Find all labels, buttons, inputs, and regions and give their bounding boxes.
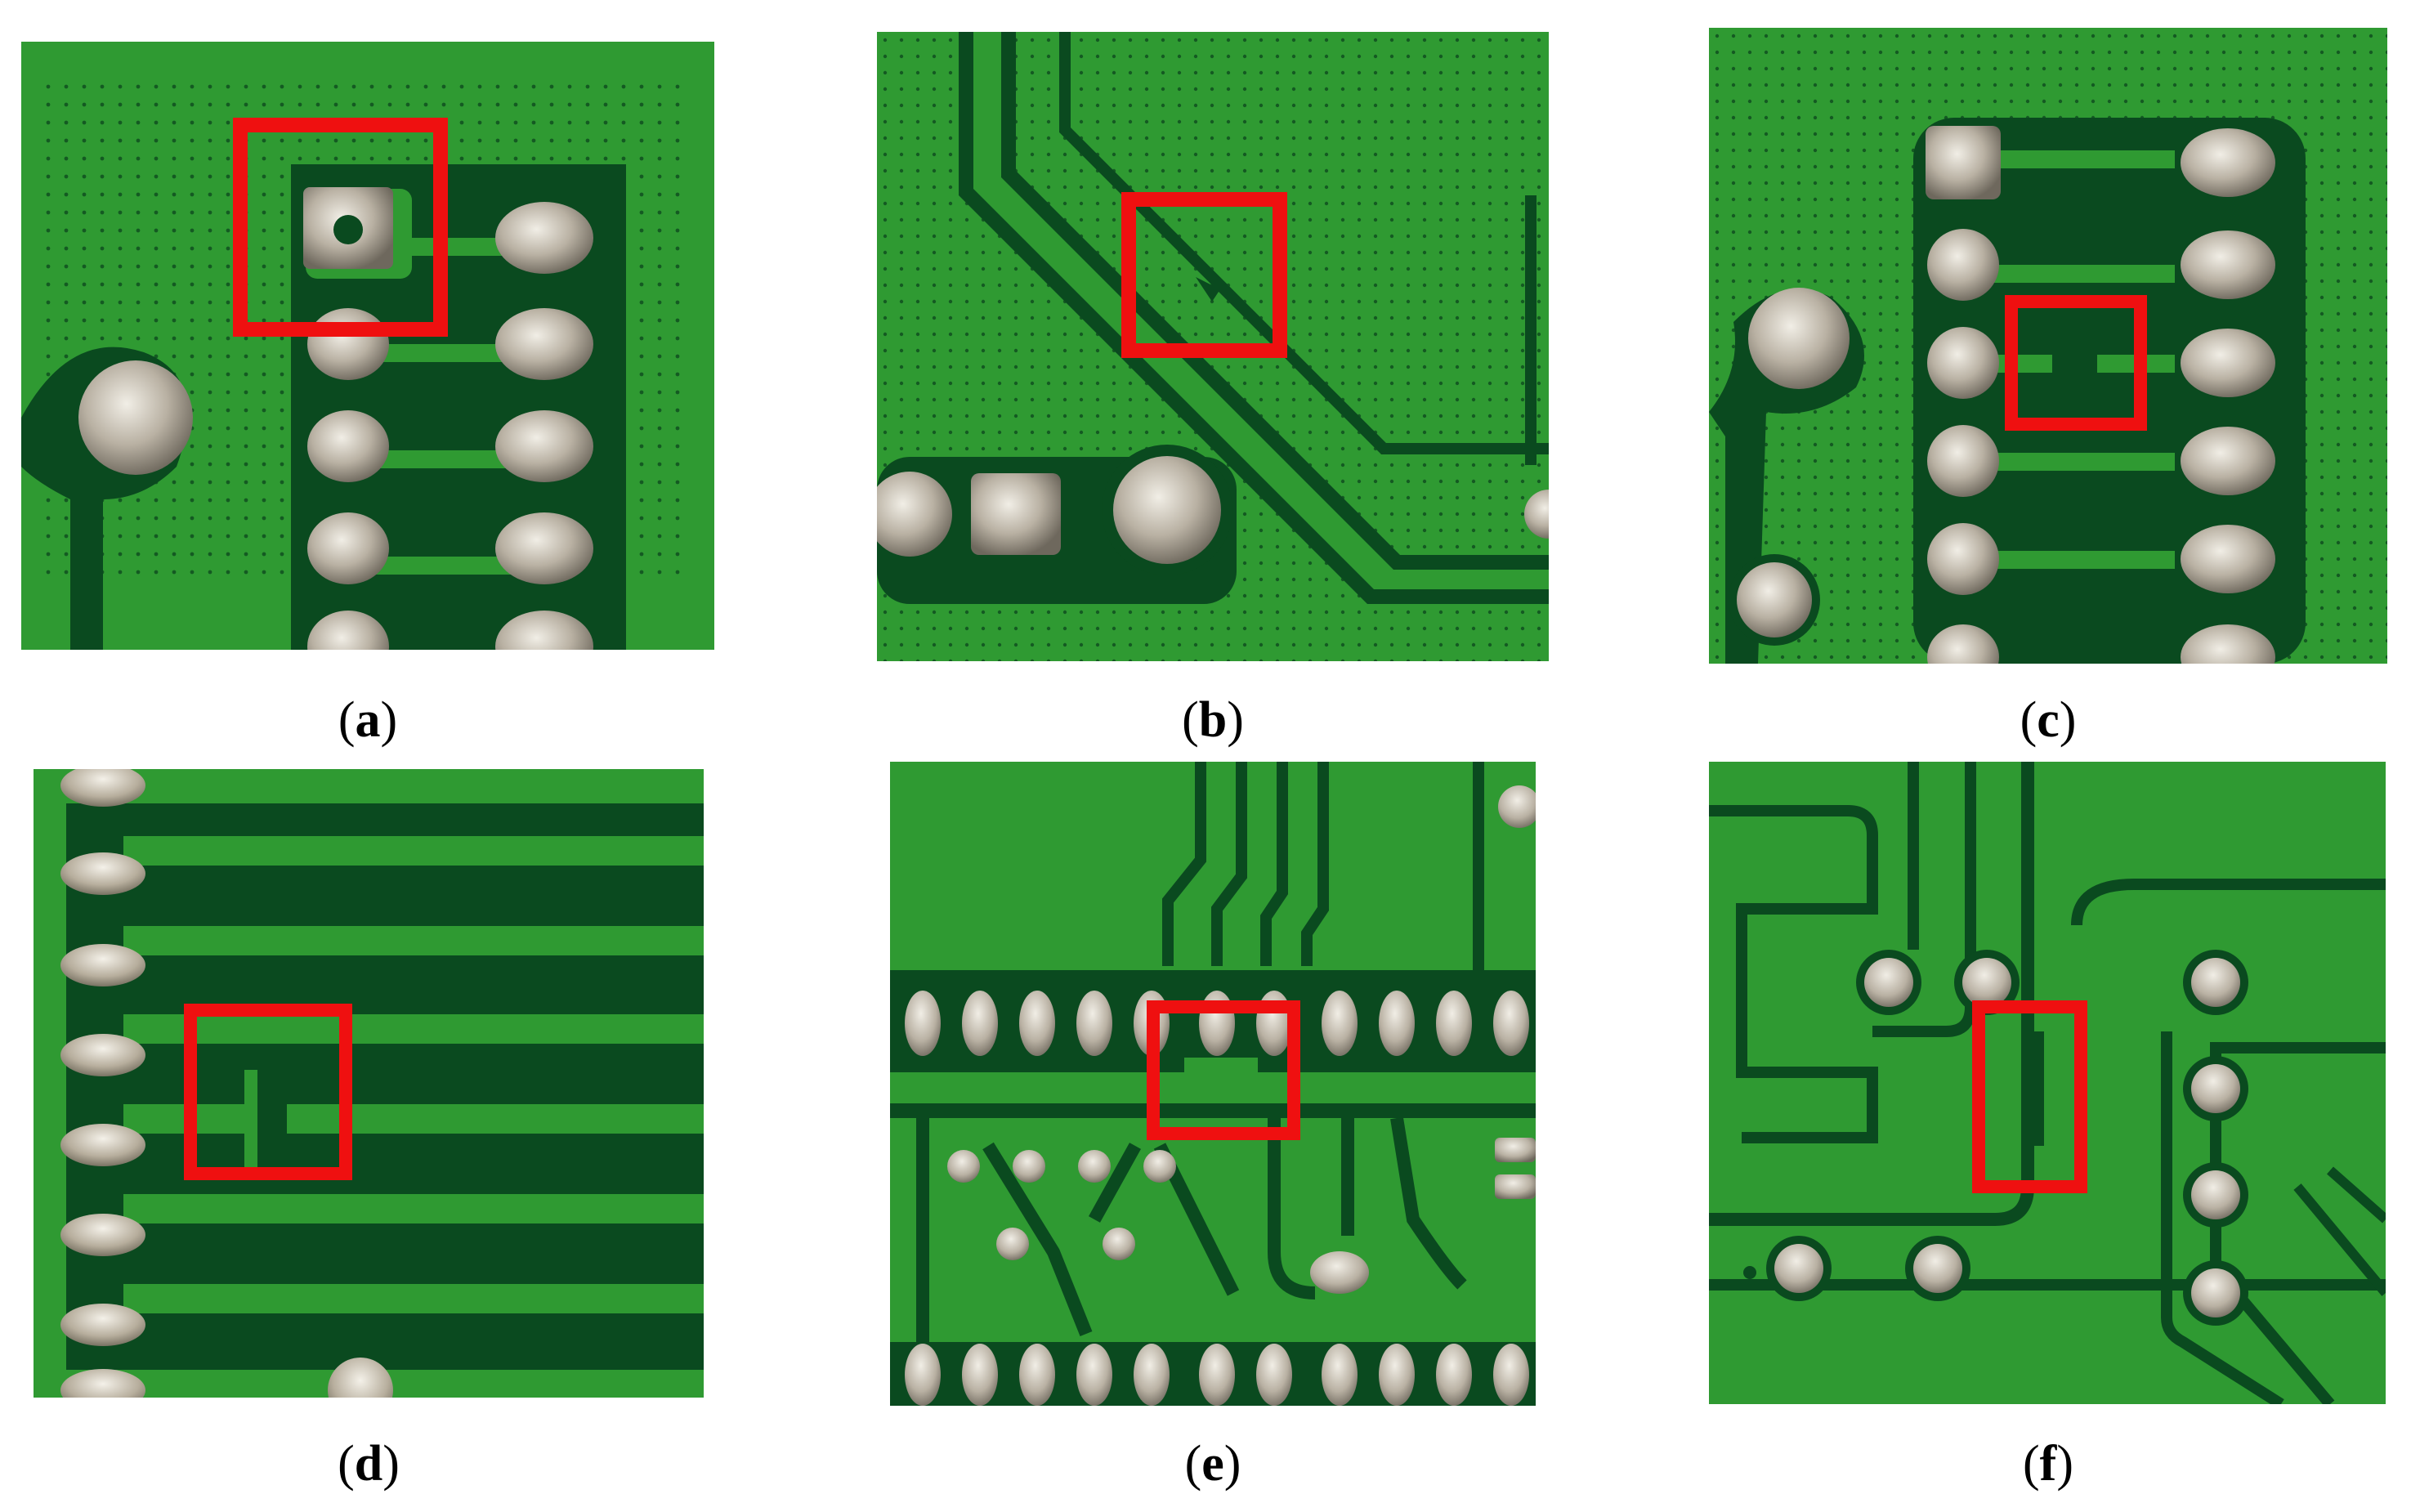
panel-f-image [1709, 762, 2386, 1404]
caption-label: d [354, 1436, 383, 1492]
caption-f: (f) [2023, 1436, 2073, 1492]
caption-d: (d) [338, 1436, 400, 1492]
caption-label: f [2039, 1436, 2057, 1492]
panel-e-image [890, 762, 1536, 1406]
panel-a-image [21, 42, 714, 650]
caption-label: b [1198, 692, 1228, 748]
panel-d-image [34, 769, 704, 1398]
panel-c-image [1709, 28, 2387, 664]
caption-label: e [1201, 1436, 1224, 1492]
caption-c: (c) [2020, 692, 2077, 748]
caption-a: (a) [338, 692, 398, 748]
caption-e: (e) [1184, 1436, 1241, 1492]
caption-label: c [2037, 692, 2060, 748]
panel-b-image [877, 32, 1549, 661]
caption-b: (b) [1182, 692, 1244, 748]
caption-label: a [355, 692, 381, 748]
